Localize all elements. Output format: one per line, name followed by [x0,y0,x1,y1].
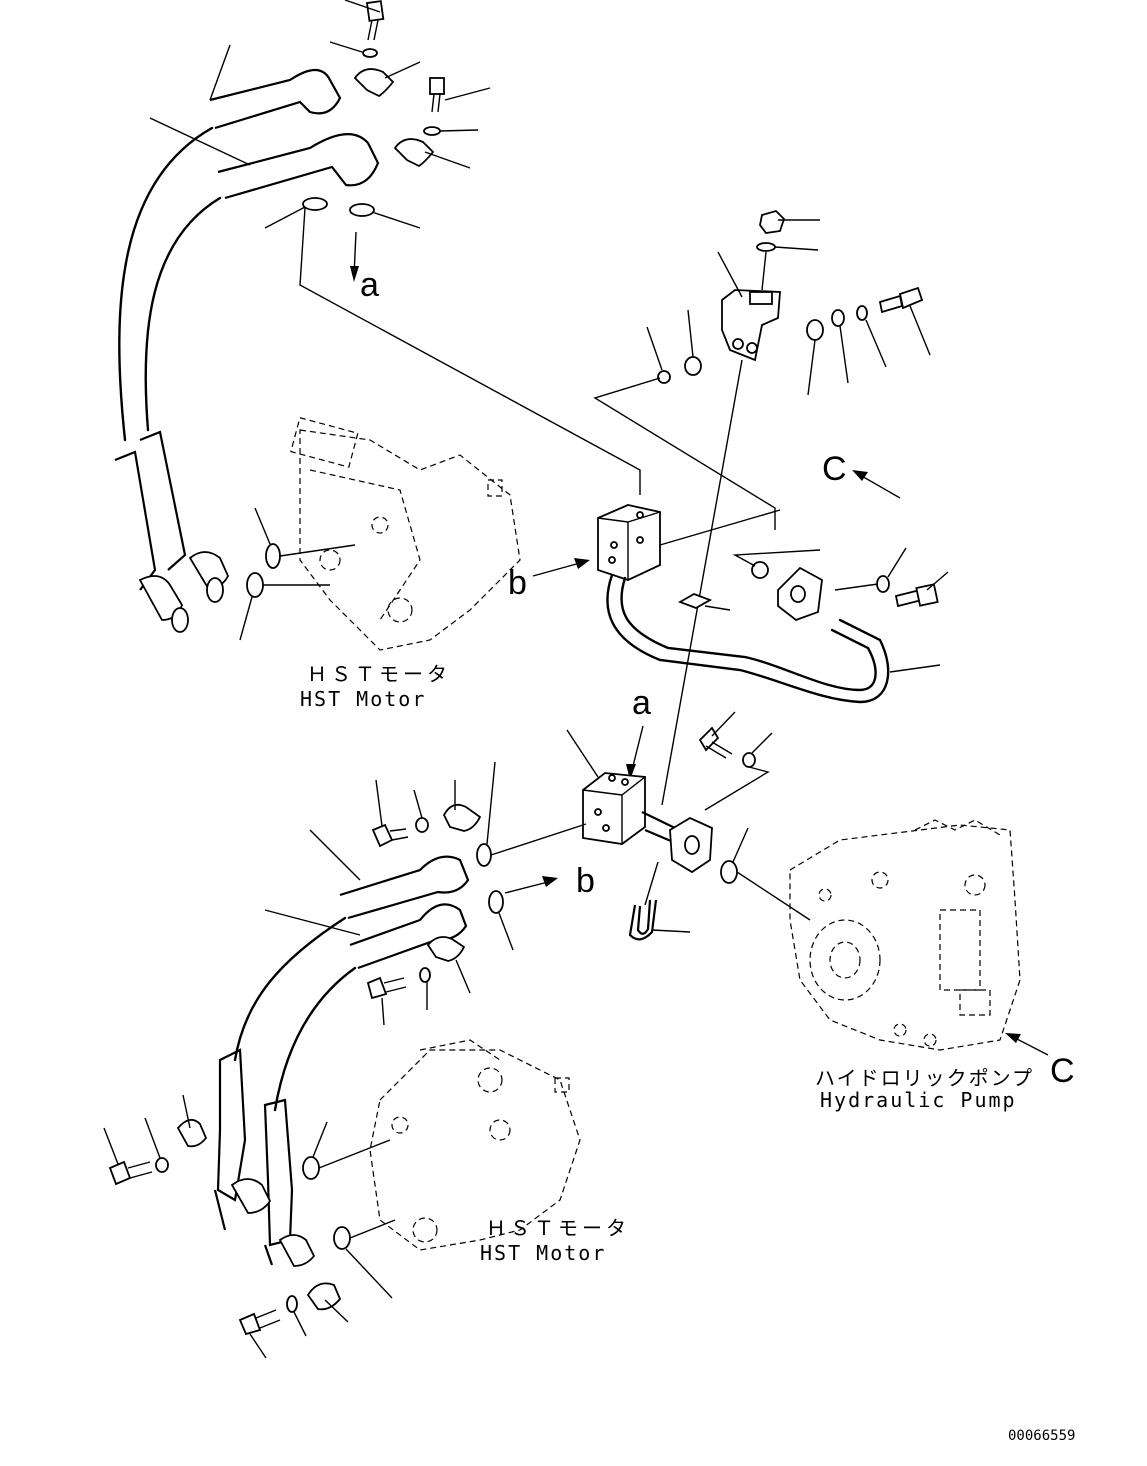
hose-line [144,196,222,432]
washer [756,242,776,252]
upper-hose-assembly [118,0,641,495]
manifold-block-lower [476,711,811,951]
view-c-pump-label: C [1050,1052,1075,1090]
lower-hose-assembly [103,779,482,1359]
washer [419,967,431,983]
o-ring [333,1226,351,1250]
motor-top-label-jp: ＨＳＴモータ [307,662,451,686]
washer [876,575,890,593]
o-ring [720,860,738,884]
hose-end [339,855,470,920]
o-ring [246,572,264,598]
washer [831,309,845,327]
split-flange-clamp [442,803,482,832]
hose-end-upper [209,68,342,130]
pump-label-jp: ハイドロリックポンプ [815,1066,1034,1090]
o-ring [302,1156,320,1180]
clip [677,593,713,609]
washer [657,370,671,384]
view-a-top-label: a [360,266,379,304]
motor-bottom-label-en: HST Motor [480,1241,606,1265]
washer [415,817,429,833]
o-ring [488,890,504,914]
bolt-upper-right [429,77,491,113]
view-b-right-label: b [576,862,595,900]
split-flange-clamp [176,1118,208,1148]
o-ring [302,197,328,211]
washer [684,356,702,376]
hst-motor-bottom [302,1039,581,1299]
view-c-top-label: C [822,450,847,488]
washer [155,1157,169,1173]
hose-end-lower [217,133,380,200]
hst-motor-top [239,417,521,651]
view-b-left-label: b [508,564,527,602]
split-flange-clamp [426,936,466,962]
washer [423,126,441,136]
upper-hose-lower-ends [114,430,229,633]
figure-id: 00066559 [1008,1428,1075,1444]
o-ring [349,203,375,217]
bolt-top [344,0,385,41]
pump-label-en: Hydraulic Pump [820,1088,1017,1112]
washer [286,1295,298,1313]
washer [856,305,868,321]
o-ring [265,543,281,569]
nut [759,209,786,234]
bolt [878,294,904,314]
motor-top-label-en: HST Motor [300,687,426,711]
cushion [806,319,824,341]
hydraulic-pump [789,819,1021,1051]
washer [362,48,378,58]
bracket-assembly [593,209,931,806]
o-ring [751,561,769,579]
split-flange-clamp [353,68,395,98]
motor-bottom-label-jp: ＨＳＴモータ [486,1216,630,1240]
split-flange-clamp [306,1282,342,1311]
hose-line [118,126,214,442]
manifold-block-upper [597,504,781,581]
o-ring [476,843,492,867]
view-a-block-label: a [632,684,651,722]
washer [742,752,756,768]
tube-assembly [606,547,949,704]
split-flange-clamp [393,138,435,168]
